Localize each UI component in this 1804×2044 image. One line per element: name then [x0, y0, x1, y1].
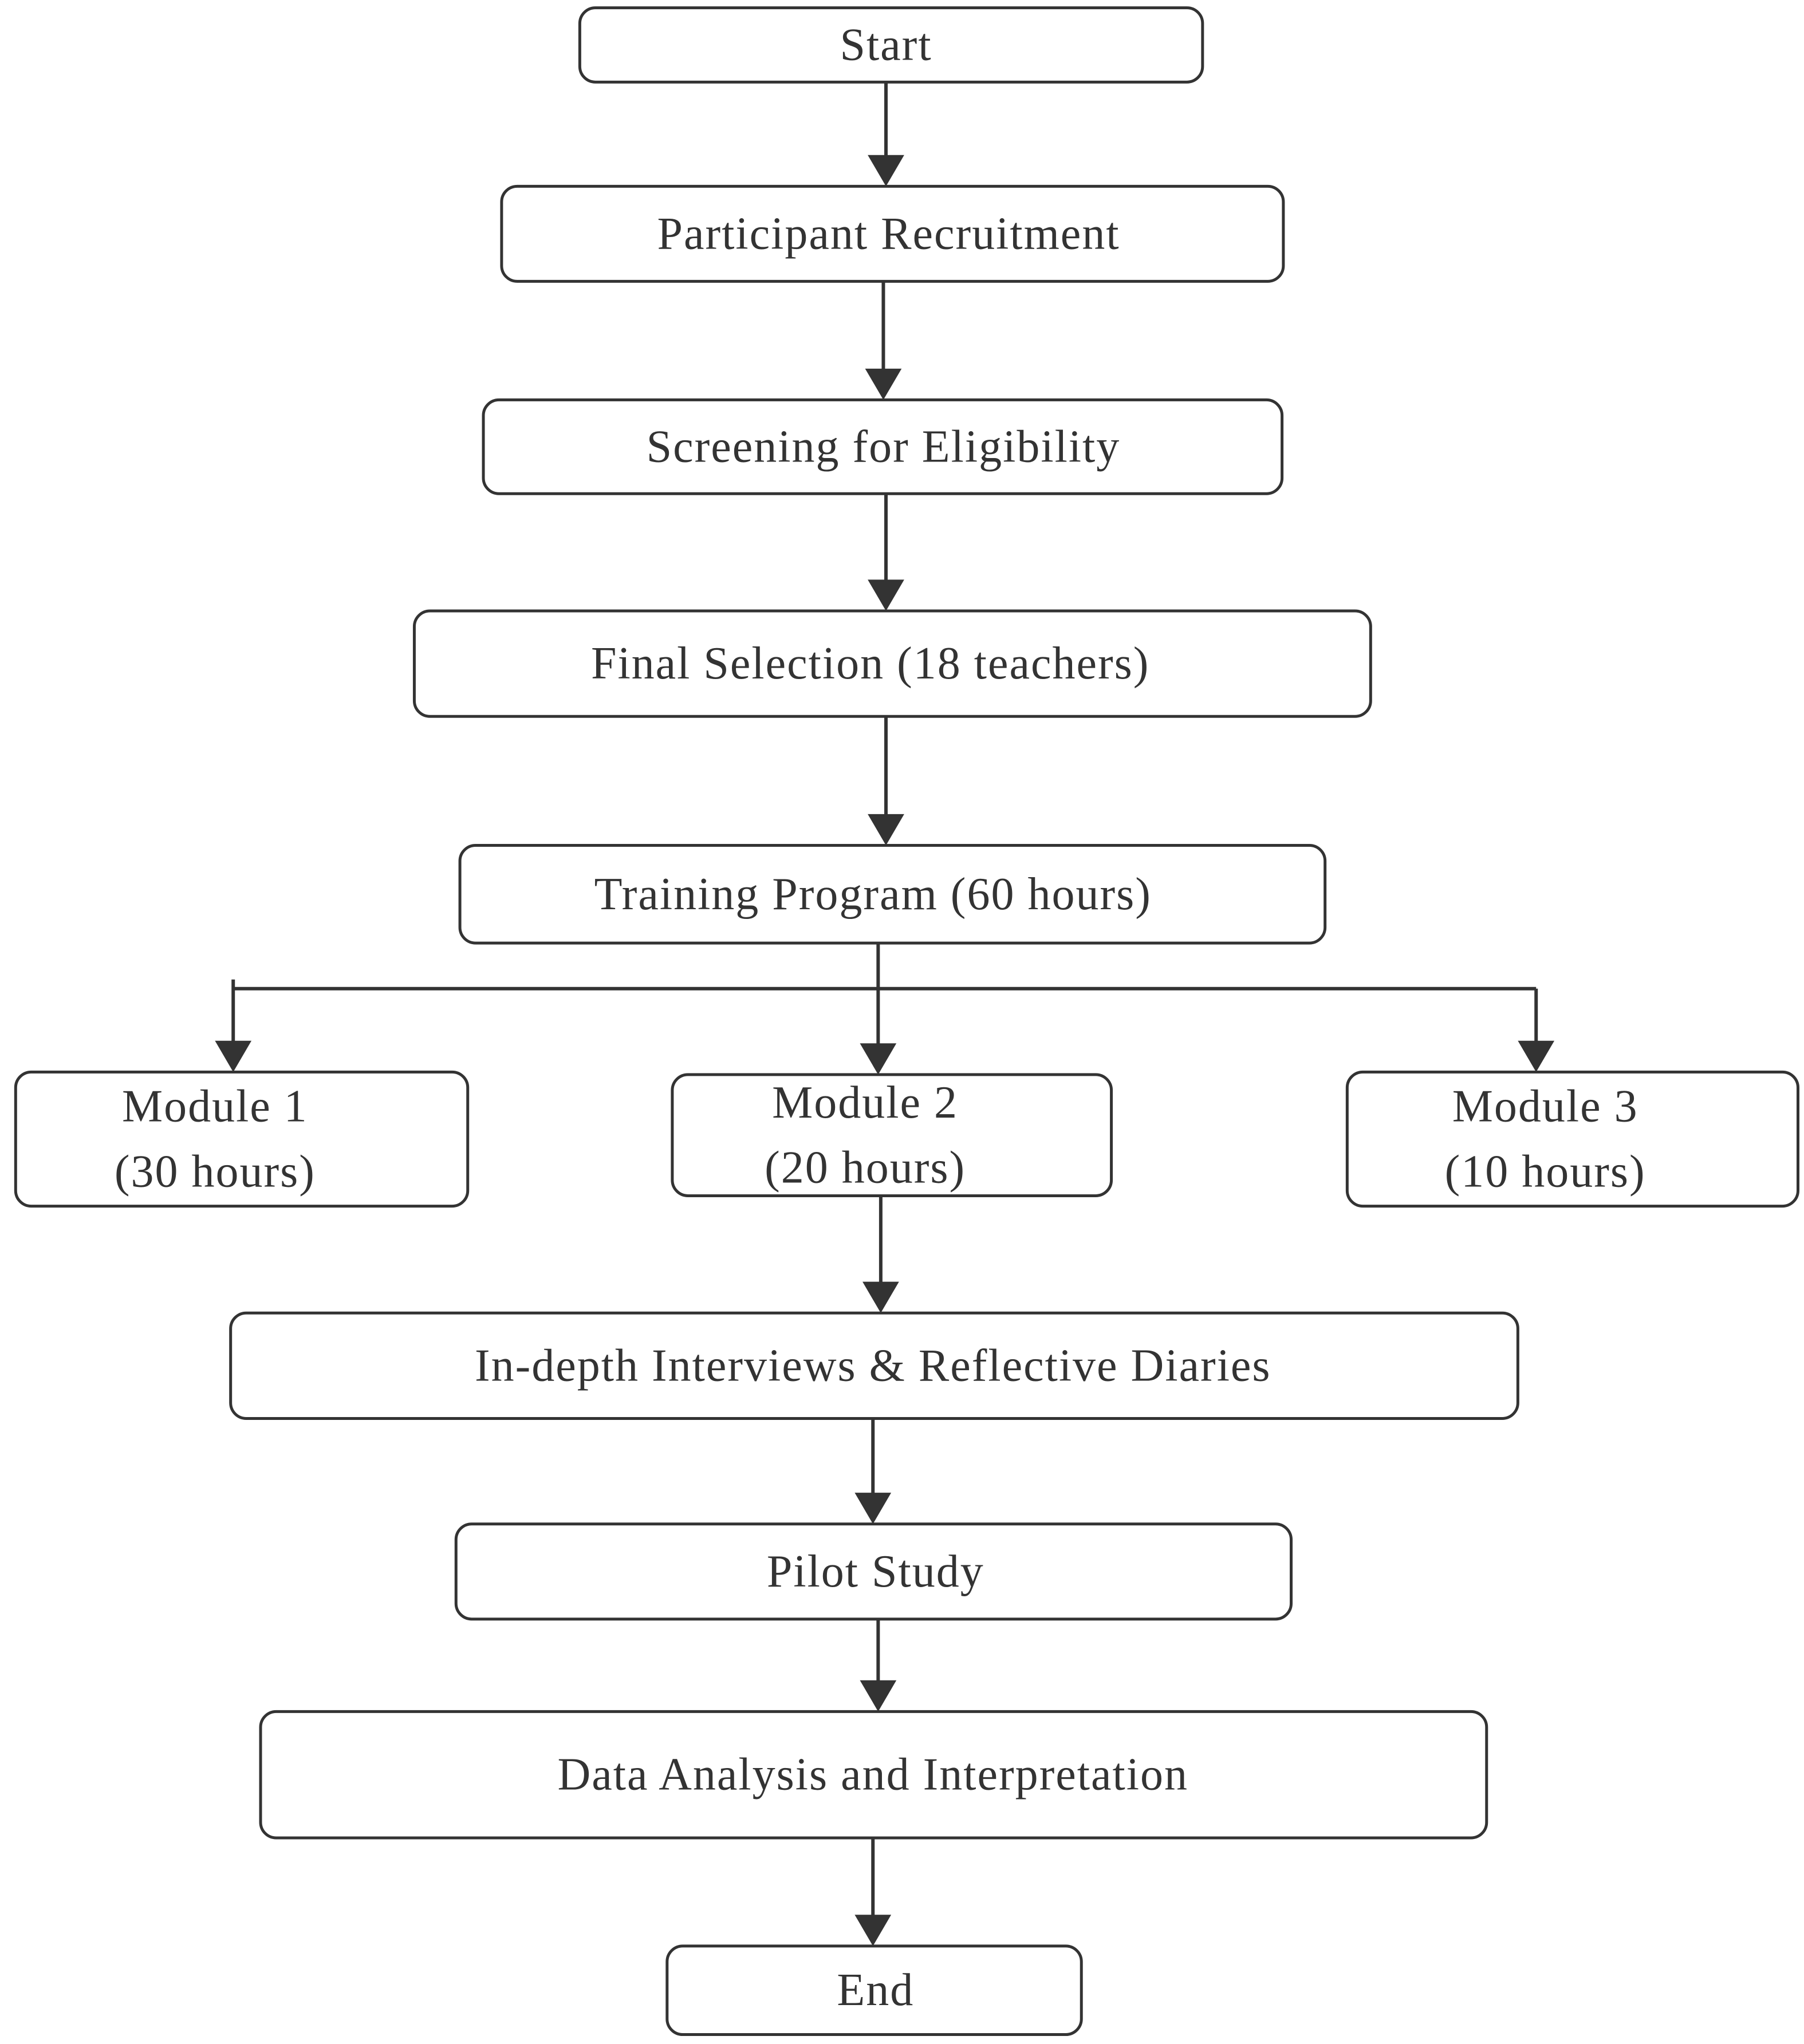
- node-module-1: Module 1 (30 hours): [14, 1070, 470, 1208]
- participant-recruitment-label: Participant Recruitment: [657, 208, 1120, 259]
- interviews-diaries-box: [229, 1311, 1519, 1420]
- final-selection-box: [412, 609, 1372, 718]
- data-analysis-box: [259, 1710, 1488, 1840]
- module-2-label-line-2: (20 hours): [765, 1143, 966, 1193]
- edge-screening-for-eligibility-to-final-selection-arrowhead: [868, 579, 904, 611]
- node-interviews-diaries: In-depth Interviews & Reflective Diaries: [229, 1311, 1519, 1420]
- module-1-label-line-1: Module 1: [122, 1082, 308, 1132]
- edge-pilot-study-to-data-analysis: [860, 1619, 897, 1712]
- edge-start-to-participant-recruitment-arrowhead: [868, 155, 904, 187]
- module-1-box: [14, 1070, 470, 1208]
- edge-training-program-to-module-2-arrowhead: [860, 1043, 897, 1075]
- edge-interviews-diaries-to-pilot-study: [854, 1418, 892, 1524]
- node-pilot-study: Pilot Study: [454, 1522, 1293, 1621]
- interviews-diaries-label: In-depth Interviews & Reflective Diaries: [475, 1340, 1271, 1391]
- edges-layer: [215, 82, 1555, 1946]
- training-program-box: [458, 843, 1327, 945]
- training-program-label: Training Program (60 hours): [594, 869, 1152, 920]
- node-training-program: Training Program (60 hours): [458, 843, 1327, 945]
- edge-interviews-diaries-to-pilot-study-arrowhead: [854, 1493, 892, 1524]
- node-data-analysis: Data Analysis and Interpretation: [259, 1710, 1488, 1840]
- pilot-study-label: Pilot Study: [767, 1546, 984, 1597]
- edge-data-analysis-to-end: [854, 1838, 892, 1946]
- edge-final-selection-to-training-program: [868, 716, 904, 846]
- edge-training-program-to-module-1-arrowhead: [215, 1040, 252, 1072]
- screening-for-eligibility-label: Screening for Eligibility: [647, 421, 1121, 472]
- edge-module-2-to-interviews-diaries: [862, 1195, 899, 1313]
- module-3-box: [1345, 1070, 1800, 1208]
- module-2-box: [671, 1073, 1113, 1197]
- module-3-label-line-1: Module 3: [1452, 1082, 1638, 1132]
- screening-for-eligibility-box: [482, 398, 1284, 495]
- node-start: Start: [578, 6, 1204, 84]
- end-box: [665, 1944, 1083, 2037]
- data-analysis-label: Data Analysis and Interpretation: [558, 1750, 1188, 1800]
- edge-screening-for-eligibility-to-final-selection: [868, 494, 904, 611]
- end-label: End: [837, 1965, 914, 2015]
- module-3-label-line-2: (10 hours): [1445, 1146, 1646, 1197]
- module-1-label-line-2: (30 hours): [115, 1146, 316, 1197]
- module-2-label-line-1: Module 2: [772, 1078, 958, 1128]
- edge-module-2-to-interviews-diaries-arrowhead: [862, 1281, 899, 1313]
- node-participant-recruitment: Participant Recruitment: [500, 184, 1285, 283]
- edge-training-program-to-module-3: [1518, 988, 1555, 1072]
- participant-recruitment-box: [500, 184, 1285, 283]
- node-screening-for-eligibility: Screening for Eligibility: [482, 398, 1284, 495]
- final-selection-label: Final Selection (18 teachers): [591, 638, 1149, 689]
- edge-final-selection-to-training-program-arrowhead: [868, 814, 904, 846]
- edge-training-program-to-module-1: [215, 979, 252, 1072]
- edge-pilot-study-to-data-analysis-arrowhead: [860, 1680, 897, 1712]
- node-module-2: Module 2 (20 hours): [671, 1073, 1113, 1197]
- start-box: [578, 6, 1204, 84]
- edge-training-program-to-module-3-arrowhead: [1518, 1040, 1555, 1072]
- edge-participant-recruitment-to-screening-for-eligibility: [865, 281, 902, 400]
- node-module-3: Module 3 (10 hours): [1345, 1070, 1800, 1208]
- edge-training-program-to-module-2: [860, 988, 897, 1075]
- node-end: End: [665, 1944, 1083, 2037]
- edge-start-to-participant-recruitment: [868, 82, 904, 187]
- pilot-study-box: [454, 1522, 1293, 1621]
- node-final-selection: Final Selection (18 teachers): [412, 609, 1372, 718]
- edge-participant-recruitment-to-screening-for-eligibility-arrowhead: [865, 368, 902, 400]
- edge-data-analysis-to-end-arrowhead: [854, 1915, 892, 1946]
- start-label: Start: [840, 19, 932, 70]
